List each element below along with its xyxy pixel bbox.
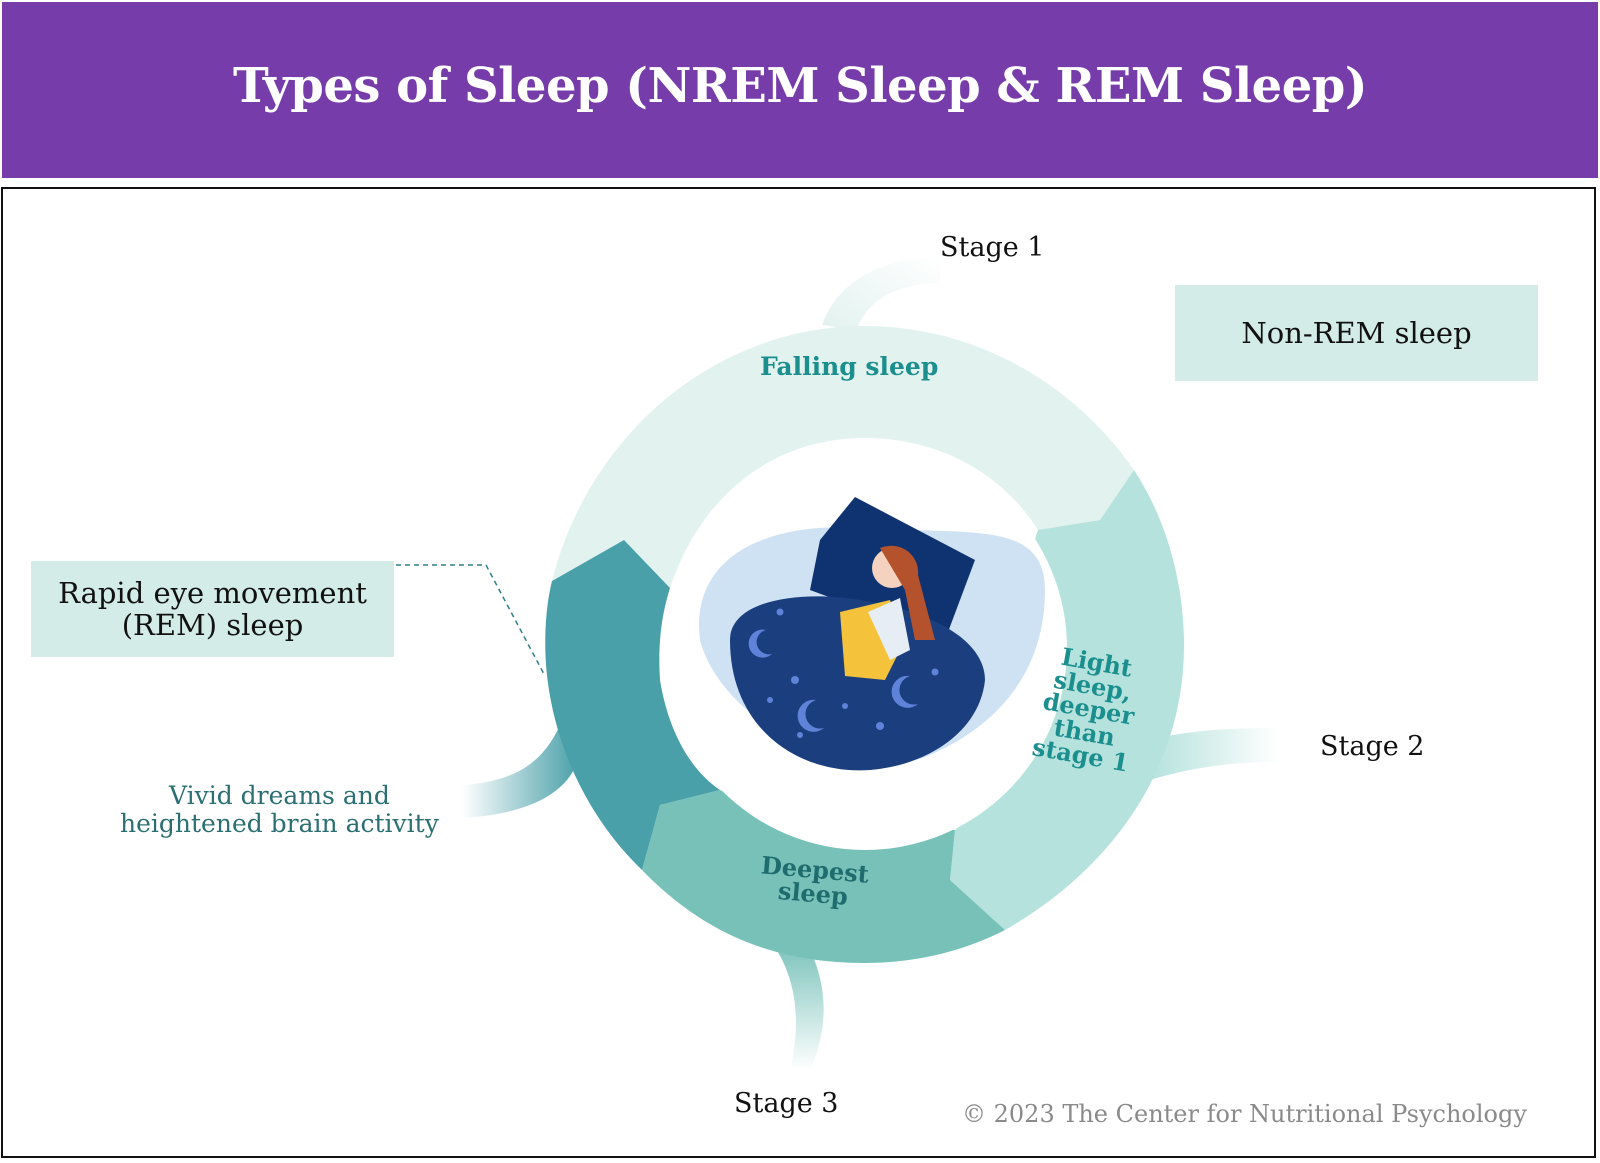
- rem-desc-line: Vivid dreams and: [169, 781, 390, 810]
- stage3-description: Deepest sleep: [758, 850, 870, 910]
- sleeping-woman-icon: [699, 497, 1045, 771]
- stage2-tail: [1150, 728, 1278, 780]
- rem-tail: [462, 725, 578, 818]
- rem-legend-box: Rapid eye movement (REM) sleep: [31, 561, 394, 657]
- header-banner: Types of Sleep (NREM Sleep & REM Sleep): [2, 2, 1598, 178]
- rem-description: Vivid dreams and heightened brain activi…: [120, 781, 439, 839]
- nrem-legend-label: Non-REM sleep: [1241, 315, 1472, 350]
- rem-legend-line1: Rapid eye movement: [58, 575, 367, 610]
- stage1-tail: [822, 257, 940, 330]
- stage3-tail: [770, 940, 824, 1070]
- stage2-label: Stage 2: [1320, 731, 1425, 762]
- copyright-notice: © 2023 The Center for Nutritional Psycho…: [962, 1100, 1527, 1128]
- stage1-segment: [552, 326, 1134, 588]
- stage2-segment: [950, 470, 1184, 930]
- rem-segment: [545, 540, 720, 870]
- rem-legend-line2: (REM) sleep: [121, 608, 304, 642]
- diagram-frame: [1, 187, 1596, 1158]
- stage2-description: Light sleep, deeper than stage 1: [1030, 642, 1147, 778]
- page-title: Types of Sleep (NREM Sleep & REM Sleep): [232, 58, 1368, 114]
- nrem-legend-box: Non-REM sleep: [1175, 285, 1538, 381]
- stage3-label: Stage 3: [734, 1088, 839, 1119]
- rem-desc-line: heightened brain activity: [120, 809, 439, 839]
- stage1-label: Stage 1: [940, 232, 1045, 263]
- rem-leader-line: [396, 564, 546, 677]
- stage1-description: Falling sleep: [760, 352, 939, 381]
